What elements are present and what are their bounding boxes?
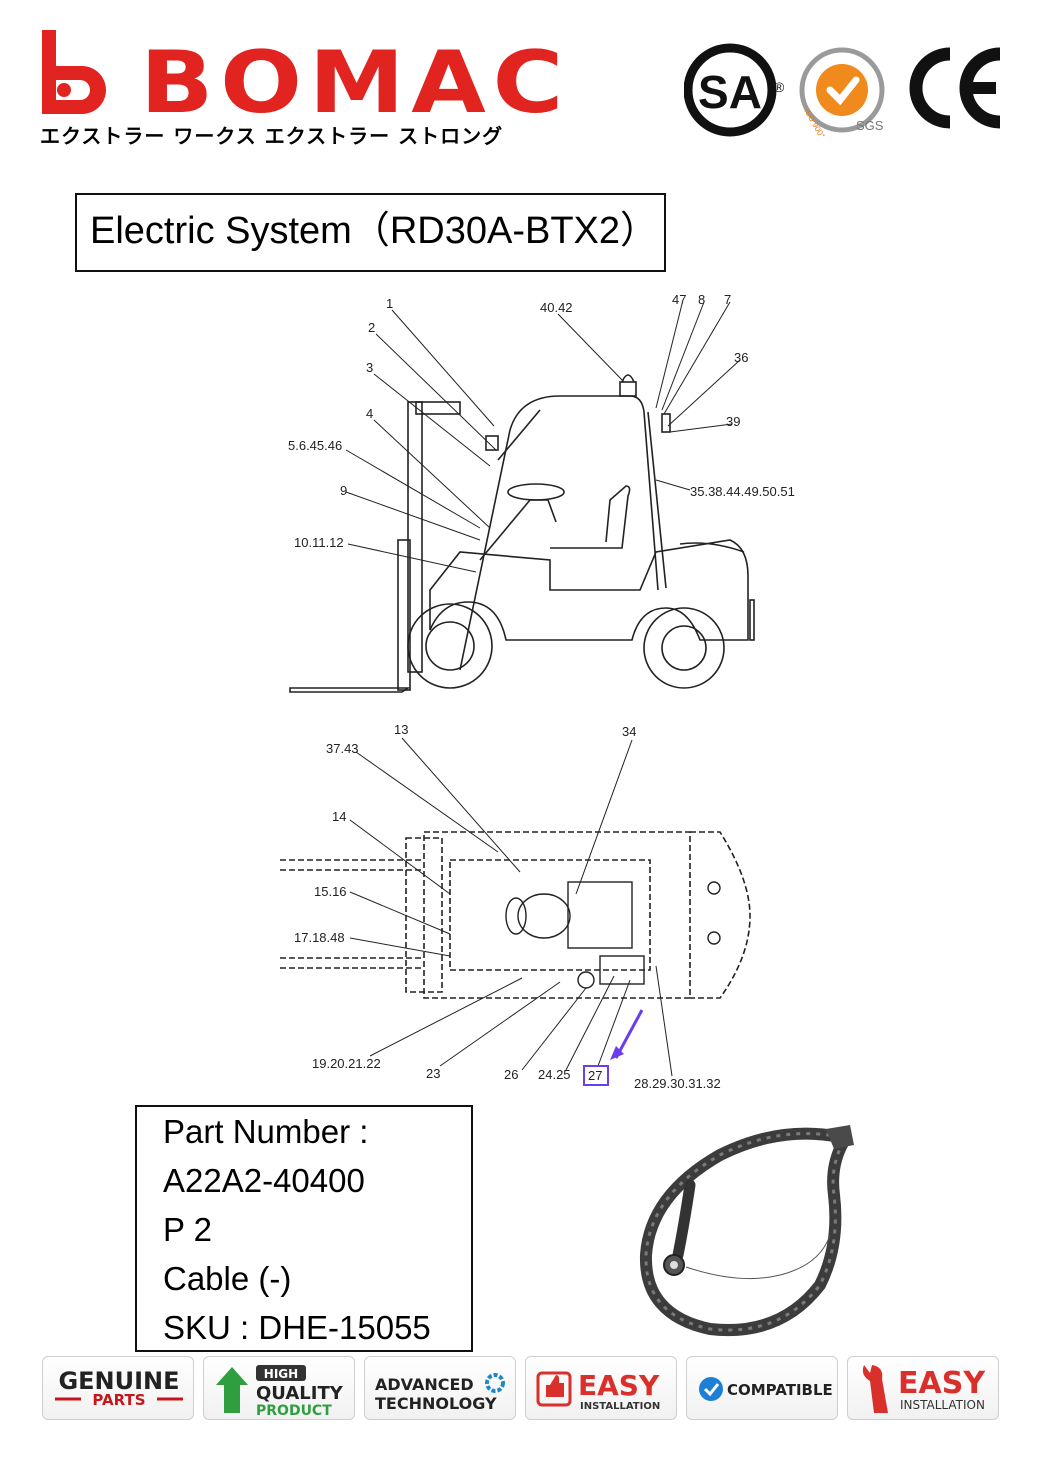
callout-label: 7 xyxy=(724,292,731,307)
badge-easy-installation-wrench: EASY INSTALLATION xyxy=(847,1356,999,1420)
badge-text: TECHNOLOGY xyxy=(375,1394,497,1413)
highlighted-callout-label: 27 xyxy=(588,1068,602,1083)
callout-label: 8 xyxy=(698,292,705,307)
part-sku: SKU : DHE-15055 xyxy=(163,1309,431,1346)
callout-label: 47 xyxy=(672,292,686,307)
part-info-box xyxy=(135,1105,473,1352)
callout-label: 26 xyxy=(504,1067,518,1082)
callout-label: 24.25 xyxy=(538,1067,571,1082)
badge-text: INSTALLATION xyxy=(580,1401,660,1412)
iso-sgs-certification-logo: SGS ISO 9001:2008 xyxy=(799,47,885,136)
callout-label: 19.20.21.22 xyxy=(312,1056,381,1071)
brand-tagline: エクストラー ワークス エクストラー ストロング xyxy=(40,124,504,148)
svg-text:®: ® xyxy=(774,79,784,95)
csa-certification-logo: SA ® xyxy=(684,43,784,137)
badge-text: QUALITY xyxy=(256,1383,344,1404)
high-quality-icon: HIGH QUALITY PRODUCT xyxy=(216,1365,344,1419)
callout-label: 23 xyxy=(426,1066,440,1081)
thumbs-up-icon: EASY INSTALLATION xyxy=(536,1369,660,1412)
cable-product-photo xyxy=(639,1125,854,1336)
badge-easy-installation: EASY INSTALLATION xyxy=(525,1356,677,1420)
callout-label: 10.11.12 xyxy=(294,535,344,550)
callout-label: 4 xyxy=(366,406,373,421)
callout-label: 1 xyxy=(386,296,393,311)
brand-name: BOMAC xyxy=(140,33,570,133)
page-title: Electric System（RD30A-BTX2） xyxy=(90,210,659,252)
badge-text: EASY xyxy=(898,1366,986,1401)
genuine-parts-icon: GENUINE PARTS xyxy=(55,1367,183,1409)
callout-label: 40.42 xyxy=(540,300,573,315)
badge-text: PARTS xyxy=(92,1391,145,1409)
callout-label: 5.6.45.46 xyxy=(288,438,342,453)
badge-text: EASY xyxy=(578,1369,660,1402)
ce-mark-logo xyxy=(909,47,1001,129)
part-name: Cable (-) xyxy=(163,1260,292,1297)
badge-advanced-technology: ADVANCED TECHNOLOGY xyxy=(364,1356,516,1420)
brand-logo-mark xyxy=(42,30,106,114)
callout-label: 37.43 xyxy=(326,741,359,756)
callout-label: 2 xyxy=(368,320,375,335)
part-number-label: Part Number : xyxy=(163,1113,369,1150)
callout-label: 15.16 xyxy=(314,884,347,899)
part-number-value: A22A2-40400 xyxy=(163,1162,365,1199)
badge-high-quality: HIGH QUALITY PRODUCT xyxy=(203,1356,355,1420)
callout-label: 17.18.48 xyxy=(294,930,345,945)
callout-label: 36 xyxy=(734,350,748,365)
callout-label: 9 xyxy=(340,483,347,498)
forklift-top-view-diagram: 13 34 37.43 14 15.16 17.18.48 19.20.21.2… xyxy=(280,722,751,1091)
badge-genuine-parts: GENUINE PARTS xyxy=(42,1356,194,1420)
part-page: P 2 xyxy=(163,1211,212,1248)
gear-icon: ADVANCED TECHNOLOGY xyxy=(375,1373,505,1413)
badge-text: COMPATIBLE xyxy=(727,1381,833,1399)
svg-text:SGS: SGS xyxy=(856,118,884,133)
callout-label: 3 xyxy=(366,360,373,375)
badge-text: GENUINE xyxy=(58,1367,179,1395)
badge-text: INSTALLATION xyxy=(900,1398,985,1412)
badge-text: PRODUCT xyxy=(256,1403,332,1419)
svg-text:SA: SA xyxy=(698,66,762,118)
badge-text: ADVANCED xyxy=(375,1375,474,1394)
callout-label: 39 xyxy=(726,414,740,429)
callout-label: 35.38.44.49.50.51 xyxy=(690,484,795,499)
callout-label: 14 xyxy=(332,809,346,824)
title-box xyxy=(75,193,666,272)
callout-label: 34 xyxy=(622,724,636,739)
badge-text: HIGH xyxy=(264,1367,298,1381)
forklift-side-view-diagram: 1 2 3 4 5.6.45.46 9 10.11.12 40.42 47 8 … xyxy=(288,292,795,693)
callout-label: 13 xyxy=(394,722,408,737)
check-circle-icon: COMPATIBLE xyxy=(699,1377,833,1401)
badge-compatible: COMPATIBLE xyxy=(686,1356,838,1420)
wrench-icon: EASY INSTALLATION xyxy=(862,1365,986,1413)
callout-label: 28.29.30.31.32 xyxy=(634,1076,721,1091)
